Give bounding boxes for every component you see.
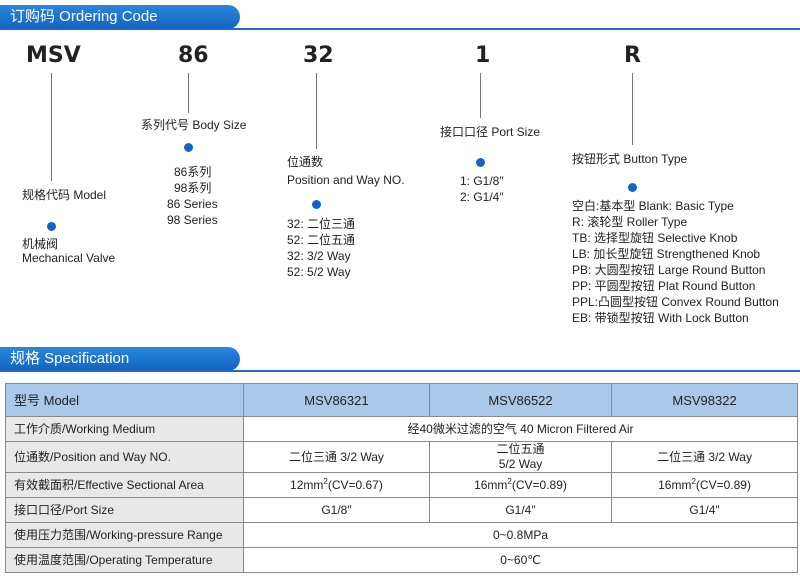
row-area-v3: 16mm2(CV=0.89) <box>611 472 798 498</box>
button-type-line-1: 空白:基本型 Blank: Basic Type <box>572 199 734 213</box>
button-type-line-7: PPL:凸圆型按钮 Convex Round Button <box>572 295 779 309</box>
row-port-v1: G1/8″ <box>243 497 430 523</box>
port-size-label: 接口口径 Port Size <box>440 125 541 139</box>
row-temperature-value: 0~60℃ <box>243 547 798 573</box>
model-line-2: Mechanical Valve <box>22 251 116 265</box>
button-type-line-5: PB: 大圆型按钮 Large Round Button <box>572 263 766 277</box>
port-size-dot <box>476 158 485 167</box>
specification-table: 型号 Model MSV86321 MSV86522 MSV98322 工作介质… <box>5 383 798 573</box>
body-size-line-2: 98系列 <box>174 181 212 195</box>
row-position-v1: 二位三通 3/2 Way <box>243 441 430 473</box>
button-type-label: 按钮形式 Button Type <box>572 152 688 166</box>
position-line-3: 32: 3/2 Way <box>287 249 351 263</box>
button-type-dot <box>628 183 637 192</box>
position-line-1: 32: 二位三通 <box>287 217 356 231</box>
table-header-row: 型号 Model MSV86321 MSV86522 MSV98322 <box>5 383 798 417</box>
table-row-pressure: 使用压力范围/Working-pressure Range 0~0.8MPa <box>5 522 798 548</box>
position-line-2: 52: 二位五通 <box>287 233 356 247</box>
position-label-1: 位通数 <box>287 155 324 169</box>
specification-header: 规格 Specification <box>0 347 240 371</box>
row-port-label: 接口口径/Port Size <box>5 497 244 523</box>
table-row-position: 位通数/Position and Way NO. 二位三通 3/2 Way 二位… <box>5 441 798 473</box>
specification-divider <box>0 370 800 372</box>
leader-line-model <box>51 73 52 181</box>
header-model-1: MSV86321 <box>243 383 430 417</box>
model-label: 规格代码 Model <box>22 188 107 202</box>
position-label-2: Position and Way NO. <box>287 173 405 187</box>
specification-title: 规格 Specification <box>10 350 130 367</box>
button-type-line-3: TB: 选择型旋钮 Selective Knob <box>572 231 738 245</box>
header-model-3: MSV98322 <box>611 383 798 417</box>
leader-line-size <box>188 73 189 113</box>
code-port: 1 <box>475 43 491 68</box>
leader-line-button <box>632 73 633 145</box>
table-row-medium: 工作介质/Working Medium 经40微米过滤的空气 40 Micron… <box>5 416 798 442</box>
leader-line-position <box>316 73 317 149</box>
body-size-line-3: 86 Series <box>167 197 218 211</box>
row-port-v3: G1/4″ <box>611 497 798 523</box>
row-pressure-value: 0~0.8MPa <box>243 522 798 548</box>
model-line-1: 机械阀 <box>22 237 59 251</box>
row-port-v2: G1/4″ <box>428 497 613 523</box>
ordering-code-divider <box>0 28 800 30</box>
code-button: R <box>624 43 641 68</box>
button-type-line-2: R: 滚轮型 Roller Type <box>572 215 688 229</box>
body-size-line-1: 86系列 <box>174 165 212 179</box>
row-position-label: 位通数/Position and Way NO. <box>5 441 244 473</box>
body-size-label: 系列代号 Body Size <box>141 118 247 132</box>
table-row-temperature: 使用温度范围/Operating Temperature 0~60℃ <box>5 547 798 573</box>
ordering-code-title: 订购码 Ordering Code <box>10 8 158 25</box>
row-area-v1: 12mm2(CV=0.67) <box>243 472 430 498</box>
body-size-dot <box>184 143 193 152</box>
code-position: 32 <box>303 43 334 68</box>
port-size-line-1: 1: G1/8″ <box>460 174 504 188</box>
row-position-v2: 二位五通 5/2 Way <box>428 441 613 473</box>
row-area-v2: 16mm2(CV=0.89) <box>428 472 613 498</box>
port-size-line-2: 2: G1/4″ <box>460 190 504 204</box>
button-type-line-6: PP: 平圆型按钮 Plat Round Button <box>572 279 756 293</box>
row-pressure-label: 使用压力范围/Working-pressure Range <box>5 522 244 548</box>
table-row-area: 有效截面积/Effective Sectional Area 12mm2(CV=… <box>5 472 798 498</box>
model-dot <box>47 222 56 231</box>
body-size-line-4: 98 Series <box>167 213 218 227</box>
ordering-code-header: 订购码 Ordering Code <box>0 5 240 29</box>
row-position-v2-line-2: 5/2 Way <box>498 457 543 471</box>
header-model-label: 型号 Model <box>5 383 244 417</box>
button-type-line-8: EB: 带锁型按钮 With Lock Button <box>572 311 749 325</box>
row-position-v2-line-1: 二位五通 <box>496 442 545 456</box>
row-temperature-label: 使用温度范围/Operating Temperature <box>5 547 244 573</box>
code-msv: MSV <box>26 43 81 68</box>
button-type-line-4: LB: 加长型旋钮 Strengthened Knob <box>572 247 761 261</box>
row-position-v3: 二位三通 3/2 Way <box>611 441 798 473</box>
row-medium-value: 经40微米过滤的空气 40 Micron Filtered Air <box>243 416 798 442</box>
row-medium-label: 工作介质/Working Medium <box>5 416 244 442</box>
leader-line-port <box>480 73 481 118</box>
position-dot <box>312 200 321 209</box>
row-area-label: 有效截面积/Effective Sectional Area <box>5 472 244 498</box>
table-row-port: 接口口径/Port Size G1/8″ G1/4″ G1/4″ <box>5 497 798 523</box>
header-model-2: MSV86522 <box>428 383 613 417</box>
position-line-4: 52: 5/2 Way <box>287 265 351 279</box>
code-size: 86 <box>178 43 209 68</box>
